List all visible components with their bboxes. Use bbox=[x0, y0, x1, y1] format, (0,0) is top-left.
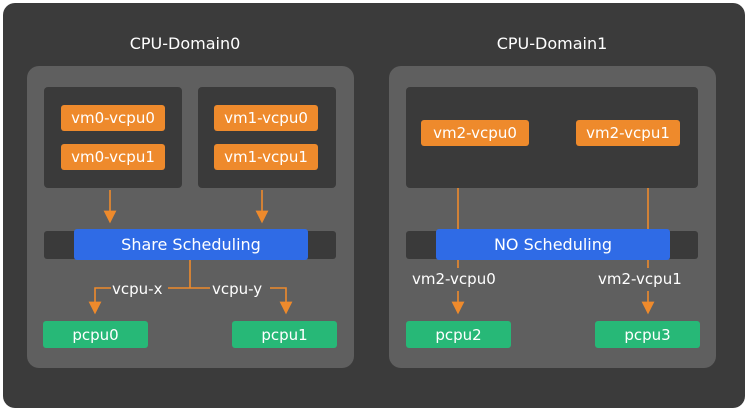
vcpu-node: vm1-vcpu1 bbox=[214, 144, 318, 170]
domain0-title: CPU-Domain0 bbox=[129, 34, 241, 53]
scheduler-node: Share Scheduling bbox=[74, 229, 308, 260]
arrow bbox=[270, 287, 293, 315]
vcpu-node: vm0-vcpu0 bbox=[61, 105, 165, 131]
edge-label: vcpu-y bbox=[212, 280, 263, 298]
pcpu-node: pcpu1 bbox=[232, 321, 337, 348]
vcpu-node: vm1-vcpu0 bbox=[214, 105, 318, 131]
edge-label: vm2-vcpu1 bbox=[598, 270, 682, 288]
pcpu-node: pcpu2 bbox=[406, 321, 511, 348]
pcpu-node: pcpu3 bbox=[595, 321, 700, 348]
vm0-group bbox=[44, 87, 182, 188]
vcpu-node: vm0-vcpu1 bbox=[61, 144, 165, 170]
vcpu-node: vm2-vcpu1 bbox=[576, 120, 680, 146]
domain1-title: CPU-Domain1 bbox=[496, 34, 608, 53]
edge-label: vm2-vcpu0 bbox=[412, 270, 496, 288]
arrow bbox=[88, 287, 111, 315]
vcpu-node: vm2-vcpu0 bbox=[421, 120, 529, 146]
vm1-group bbox=[198, 87, 336, 188]
pcpu-node: pcpu0 bbox=[43, 321, 148, 348]
edge-label: vcpu-x bbox=[112, 280, 163, 298]
scheduler-node: NO Scheduling bbox=[436, 229, 670, 260]
